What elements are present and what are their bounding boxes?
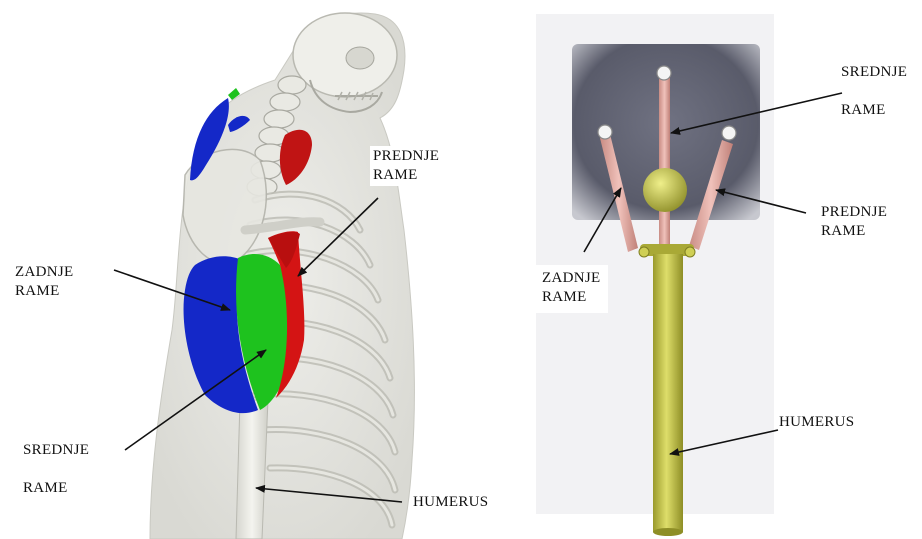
left-anatomy-figure: [150, 13, 414, 539]
label-zadnje-rame-right: ZADNJE RAME: [536, 265, 608, 313]
label-prednje-rame-left: PREDNJE RAME: [370, 146, 442, 186]
label-zadnje-rame-left: ZADNJE RAME: [12, 262, 76, 302]
humerus-bone: [236, 400, 268, 539]
label-humerus-right: HUMERUS: [776, 412, 857, 433]
label-srednje-rame-right: SREDNJE RAME: [838, 62, 910, 121]
label-humerus-left: HUMERUS: [410, 492, 491, 513]
model-shoulder-joint: [643, 168, 687, 212]
model-humerus-rod: [653, 254, 683, 532]
label-srednje-rame-left: SREDNJE RAME: [20, 440, 92, 499]
label-prednje-rame-right: PREDNJE RAME: [818, 202, 890, 242]
